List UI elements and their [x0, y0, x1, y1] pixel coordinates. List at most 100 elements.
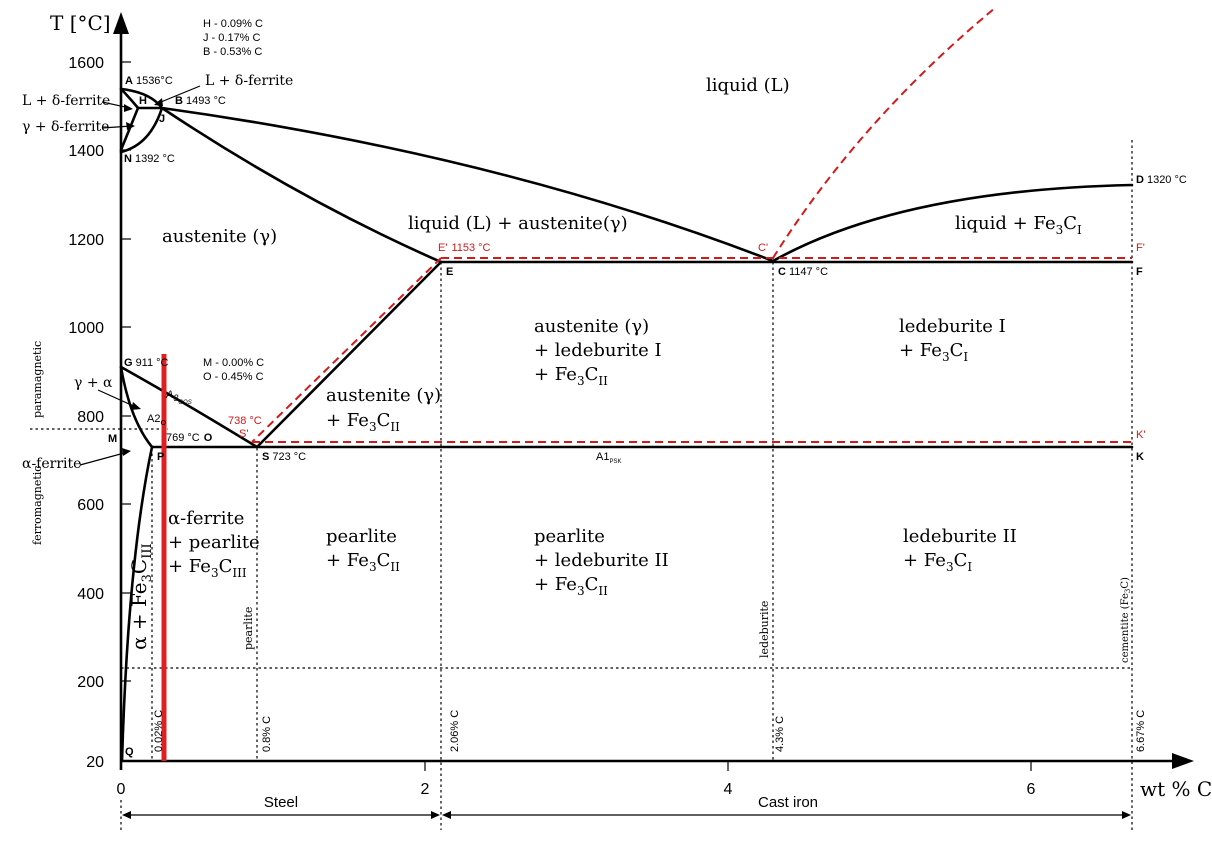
- y-tick-label: 1600: [68, 55, 104, 72]
- x-tick-label: 2: [421, 781, 430, 798]
- region-aust-fe3c-2: + Fe3CII: [326, 410, 400, 434]
- label-ledeburite: ledeburite: [758, 601, 771, 658]
- axes: T [°C] wt % C 1600 1400 1200 1000 800 60…: [50, 11, 1212, 801]
- label-l-delta-left: L + δ-ferrite: [22, 93, 110, 109]
- annotation-arrows: [79, 85, 201, 466]
- label-cast-iron: Cast iron: [758, 794, 818, 811]
- legend-o: O - 0.45% C: [203, 371, 264, 383]
- label-gamma-delta: γ + δ-ferrite: [22, 119, 109, 135]
- region-ferrite-2: + pearlite: [168, 532, 260, 553]
- x-tick-label: 0: [117, 781, 126, 798]
- point-M: M: [108, 433, 117, 445]
- bottom-ranges: Steel Cast iron: [122, 794, 1131, 819]
- label-c-pct: 4.3% C: [774, 716, 786, 752]
- point-J: J: [159, 113, 165, 125]
- region-pearl-led-3: + Fe3CII: [534, 574, 608, 598]
- point-S-prime: S': [239, 428, 248, 440]
- region-ferrite-3: + Fe3CIII: [168, 556, 247, 580]
- liquidus-CD: [771, 183, 1134, 263]
- y-tick-label: 800: [77, 409, 104, 426]
- curve-HN: [119, 106, 140, 152]
- curve-GP: [119, 365, 154, 449]
- y-tick-label: 1000: [68, 320, 104, 337]
- label-e-pct: 2.06% C: [449, 710, 461, 752]
- point-E: E: [446, 266, 453, 278]
- legend-m: M - 0.00% C: [203, 357, 264, 369]
- y-ticks: 1600 1400 1200 1000 800 600 400 200 20: [68, 55, 131, 771]
- label-gamma-alpha: γ + α: [74, 375, 113, 391]
- acm-line: [255, 260, 443, 449]
- label-l-delta-right: L + δ-ferrite: [205, 73, 293, 89]
- label-A2: A2O: [147, 413, 166, 427]
- point-F-prime: F': [1136, 242, 1145, 254]
- region-led1-1: ledeburite I: [899, 316, 1006, 337]
- arrow-left-icon: [442, 811, 451, 819]
- region-liquid-fe3c: liquid + Fe3CI: [955, 213, 1082, 237]
- point-F: F: [1136, 266, 1143, 278]
- legend-j: J - 0.17% C: [203, 32, 261, 44]
- y-tick-label: 20: [86, 754, 104, 771]
- solidus-AH: [119, 87, 140, 110]
- x-ticks: 0 2 4 6: [117, 761, 1036, 798]
- point-E-prime: E'1153 °C: [438, 242, 491, 254]
- a3-line: [119, 365, 259, 449]
- y-axis-arrow-icon: [113, 12, 129, 34]
- liquidus-BC: [160, 106, 775, 263]
- region-led1-2: + Fe3CI: [899, 340, 968, 364]
- y-tick-label: 600: [77, 497, 104, 514]
- label-steel: Steel: [264, 794, 298, 811]
- point-K-prime: K': [1136, 429, 1145, 441]
- label-pearlite: pearlite: [242, 607, 255, 650]
- y-tick-label: 1400: [68, 143, 104, 160]
- phase-boundaries: [119, 87, 1134, 763]
- y-tick-label: 200: [77, 674, 104, 691]
- y-tick-label: 1200: [68, 232, 104, 249]
- label-alpha-ferrite: α-ferrite: [22, 456, 81, 472]
- region-pearl-led-2: + ledeburite II: [534, 550, 669, 571]
- region-austenite: austenite (γ): [162, 226, 277, 247]
- x-axis-label: wt % C: [1140, 777, 1212, 801]
- region-led2-1: ledeburite II: [903, 526, 1017, 547]
- label-ferromagnetic: ferromagnetic: [31, 466, 44, 545]
- label-k-pct: 6.67% C: [1135, 710, 1147, 752]
- point-K: K: [1136, 451, 1144, 463]
- arrow-right-icon: [431, 811, 440, 819]
- y-tick-label: 400: [77, 586, 104, 603]
- point-Q: Q: [125, 746, 134, 758]
- solidus-JE: [160, 106, 443, 264]
- legend-h: H - 0.09% C: [203, 18, 263, 30]
- metastable-lines: [251, 7, 1132, 443]
- region-aust-led-3: + Fe3CII: [534, 364, 608, 388]
- region-labels: liquid (L) liquid (L) + austenite(γ) liq…: [22, 73, 1082, 650]
- guide-lines: [30, 140, 1133, 830]
- region-aust-led-2: + ledeburite I: [534, 340, 662, 361]
- legend-mo: M - 0.00% C O - 0.45% C: [203, 357, 264, 383]
- label-paramagnetic: paramagnetic: [31, 341, 44, 418]
- point-H: H: [139, 95, 147, 107]
- region-pearlite-1: pearlite: [326, 526, 397, 547]
- region-ferrite-1: α-ferrite: [168, 508, 244, 529]
- point-P: P: [157, 451, 164, 463]
- region-pearlite-2: + Fe3CII: [326, 550, 400, 574]
- label-p-pct: 0.02% C: [153, 710, 165, 752]
- region-led2-2: + Fe3CI: [903, 550, 972, 574]
- label-A1: A1PSK: [596, 451, 621, 465]
- label-A3: A3GOS: [165, 389, 192, 406]
- composition-labels: 0.02% C 0.8% C 2.06% C 4.3% C 6.67% C pe…: [153, 577, 1147, 752]
- point-738: 738 °C: [228, 415, 262, 427]
- arrow-right-icon: [1122, 811, 1131, 819]
- region-liquid-austenite: liquid (L) + austenite(γ): [408, 213, 628, 234]
- solvus-PQ: [120, 445, 154, 763]
- label-s-pct: 0.8% C: [261, 716, 273, 752]
- region-alpha-fe3c: α + Fe3CIII: [127, 543, 155, 650]
- region-pearl-led-1: pearlite: [534, 526, 605, 547]
- y-axis-label: T [°C]: [50, 11, 111, 35]
